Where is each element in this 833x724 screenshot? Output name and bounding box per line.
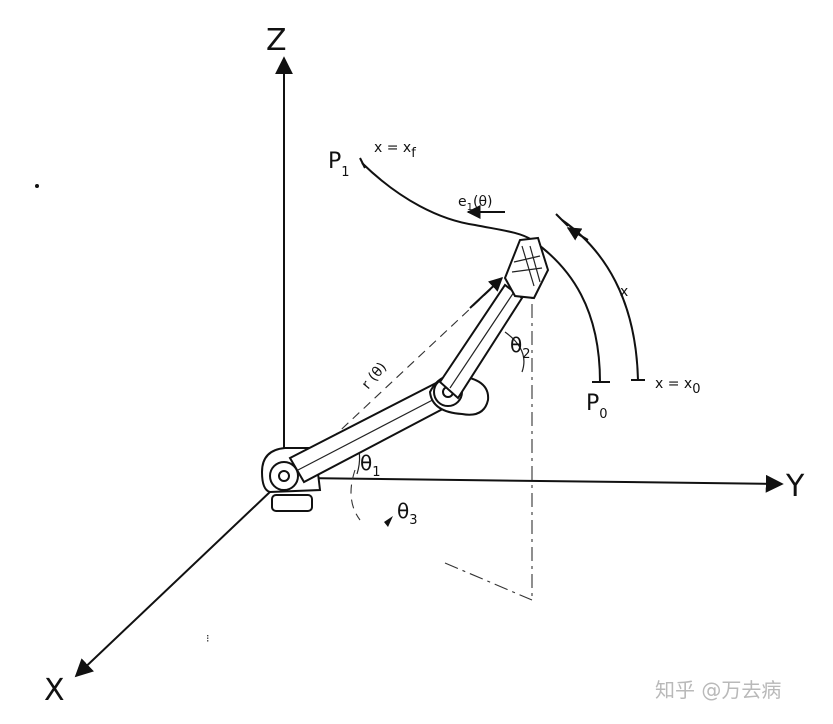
x-distance-tick-start	[555, 213, 569, 227]
theta3-arc	[350, 469, 361, 521]
projection-line-horizontal	[444, 562, 533, 601]
z-axis-label: Z	[266, 23, 287, 58]
x-distance-arrow	[566, 227, 589, 241]
x-distance-label: x	[620, 284, 628, 300]
p0-label: P0	[586, 391, 608, 422]
theta2-label: θ2	[510, 333, 531, 362]
theta2-arc	[504, 331, 525, 373]
r-vector-arrow	[469, 277, 504, 309]
trajectory-curve	[361, 162, 601, 383]
robot-forearm	[438, 283, 524, 400]
x-final-label: x = xf	[374, 140, 416, 161]
x-axis	[74, 489, 273, 678]
stray-dot	[35, 184, 39, 188]
x-distance-arc	[561, 219, 639, 381]
x-initial-label: x = x0	[655, 376, 700, 397]
robot-end-effector	[503, 236, 550, 300]
theta1-label: θ1	[360, 451, 381, 480]
stray-mark: ⁝	[206, 632, 210, 645]
y-axis	[299, 474, 784, 493]
y-axis-label: Y	[785, 469, 805, 504]
p1-label: P1	[328, 149, 350, 180]
p1-endpoint-tick	[359, 157, 366, 169]
watermark: 知乎 @万去病	[655, 678, 781, 702]
theta3-arrow	[384, 516, 393, 527]
x-axis-label: X	[44, 673, 65, 708]
e1-label: e1(θ)	[458, 194, 493, 213]
theta3-label: θ3	[397, 499, 418, 528]
